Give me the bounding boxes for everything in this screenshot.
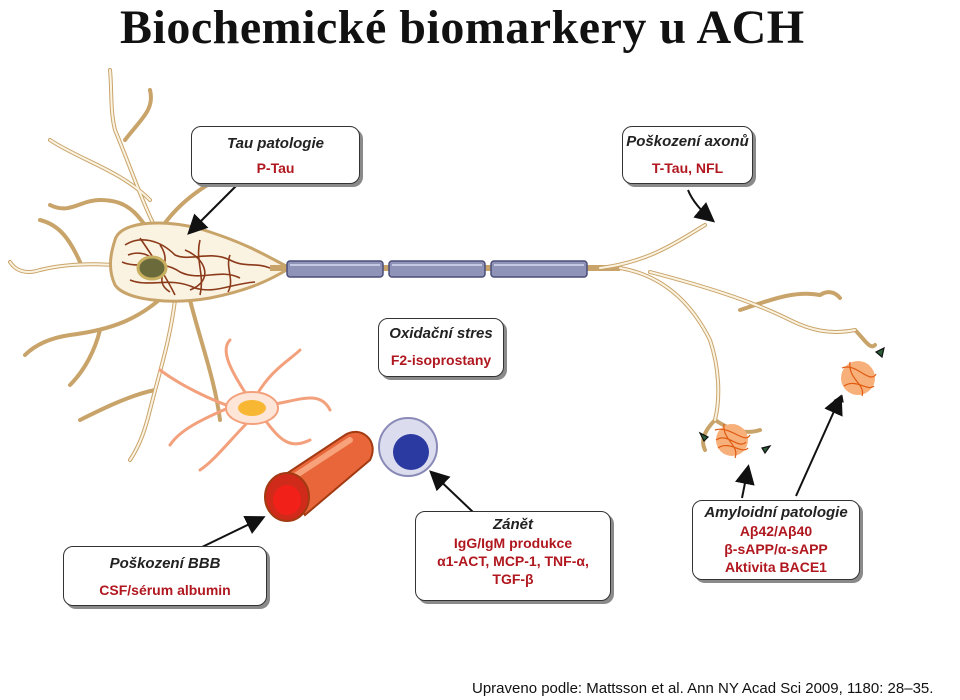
axon-damage-heading: Poškození axonů [626,133,749,150]
lymphocyte-nucleus [393,434,429,470]
inflammation-marker-3: TGF-β [492,571,534,587]
amyloid-marker-1: Aβ42/Aβ40 [739,523,813,539]
blood-vessel [264,430,374,522]
amyloid-marker-2: β-sAPP/α-sAPP [724,541,828,557]
amyloid-plaque-right [833,346,885,403]
arrow-amyl-right [795,394,843,497]
amyloid-pathology-box: Amyloidní patologie Aβ42/Aβ40 β-sAPP/α-s… [692,500,860,580]
astrocyte-nucleus [238,400,266,416]
amyloid-pathology-heading: Amyloidní patologie [704,504,848,521]
myelin-sheaths [286,260,588,278]
axon-damage-markers: T-Tau, NFL [651,160,724,176]
arrows [187,185,843,549]
axon-damage-box: Poškození axonů T-Tau, NFL [622,126,753,184]
neuron-nucleus [136,255,168,281]
tau-pathology-marker: P-Tau [256,160,295,176]
oxidative-stress-box: Oxidační stres F2-isoprostany [378,318,504,377]
inflammation-marker-1: IgG/IgM produkce [453,535,573,551]
arrow-tau [187,185,237,235]
bbb-damage-marker: CSF/sérum albumin [99,582,231,598]
arrow-axon [687,189,716,223]
slide-title: Biochemické biomarkery u ACH [120,1,805,54]
oxidative-stress-marker: F2-isoprostany [390,352,492,368]
bbb-damage-box: Poškození BBB CSF/sérum albumin [63,546,267,606]
neurofibrillary-tangles [121,237,271,296]
arrow-bbb [199,515,266,549]
tau-pathology-heading: Tau patologie [227,135,324,152]
axon-terminals-inner [599,224,856,421]
bbb-damage-heading: Poškození BBB [109,555,221,572]
inflammation-marker-2: α1-ACT, MCP-1, TNF-α, [437,553,589,569]
oxidative-stress-heading: Oxidační stres [389,325,493,342]
tau-pathology-box: Tau patologie P-Tau [191,126,360,184]
amyloid-marker-3: Aktivita BACE1 [725,559,827,575]
arrow-zanet [429,470,475,514]
inflammation-box: Zánět IgG/IgM produkce α1-ACT, MCP-1, TN… [415,511,611,601]
arrow-amyl-left [735,464,755,499]
amyloid-plaque-left [698,423,772,459]
source-caption: Upraveno podle: Mattsson et al. Ann NY A… [472,680,934,697]
inflammation-heading: Zánět [492,516,533,533]
